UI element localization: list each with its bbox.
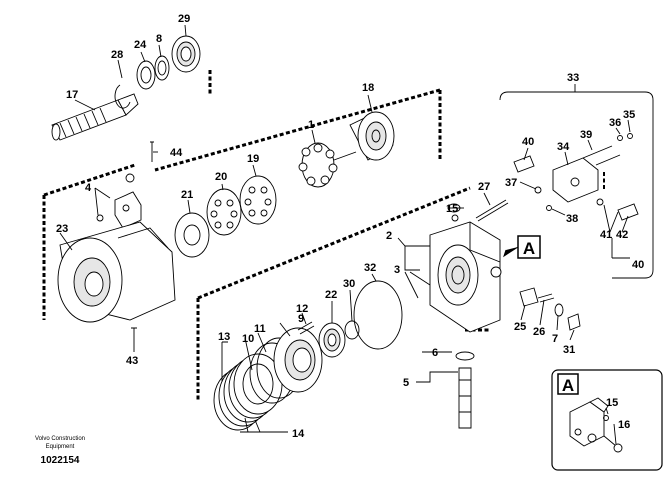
valve-block-part [96, 173, 142, 229]
callout-8: 8 [156, 33, 162, 45]
dashed-frame-upper [42, 70, 442, 320]
callout-13: 13 [218, 331, 230, 343]
ring-part [136, 60, 156, 90]
inset-detail-panel: A [551, 369, 663, 471]
brake-piston-part [273, 327, 323, 393]
callout-20: 20 [215, 171, 227, 183]
inset-letter: A [562, 376, 574, 395]
callout-27: 27 [478, 181, 490, 193]
callout-34: 34 [557, 141, 570, 153]
detail-group-frame [499, 91, 654, 279]
inset-callout-16: 16 [618, 419, 630, 431]
callout-10: 10 [242, 333, 254, 345]
cylinder-block-part [349, 111, 395, 161]
callout-38: 38 [566, 213, 578, 225]
callout-21: 21 [181, 189, 193, 201]
callout-6: 6 [432, 347, 438, 359]
callout-26: 26 [533, 326, 545, 338]
callout-18: 18 [362, 82, 374, 94]
callout-32: 32 [364, 262, 376, 274]
retaining-ring-part [344, 320, 360, 340]
detail-marker-letter: A [523, 239, 535, 258]
callout-14: 14 [292, 428, 305, 440]
callout-35: 35 [623, 109, 635, 121]
footer: Volvo Construction Equipment 1022154 [35, 436, 85, 466]
callout-31: 31 [563, 344, 575, 356]
cover-bolt-part [475, 199, 509, 222]
callout-43: 43 [126, 355, 138, 367]
large-o-ring-part [353, 280, 403, 350]
motor-housing-part [57, 221, 176, 323]
callout-29: 29 [178, 13, 190, 25]
callout-15: 15 [446, 203, 458, 215]
callout-2: 2 [386, 230, 392, 242]
detail-marker-box: A [503, 235, 541, 259]
callout-33: 33 [567, 72, 579, 84]
callout-42: 42 [616, 229, 628, 241]
shaft-part [51, 93, 139, 141]
leader-lines [59, 24, 631, 445]
callout-30: 30 [343, 278, 355, 290]
pin-part [297, 321, 315, 335]
retainer-plate-part [206, 188, 242, 236]
valve-cover-part [429, 214, 502, 333]
brake-disc-stack-part [213, 353, 283, 431]
callout-7: 7 [552, 333, 558, 345]
bolt-small-part [131, 327, 137, 340]
washer-part [154, 55, 170, 81]
callout-40-bottom: 40 [632, 259, 644, 271]
callout-4: 4 [85, 182, 92, 194]
callout-labels: 1 2 3 4 5 6 7 8 9 10 11 12 13 14 15 17 1… [56, 13, 644, 440]
callout-5: 5 [403, 377, 409, 389]
callout-3: 3 [394, 264, 400, 276]
callout-17: 17 [66, 89, 78, 101]
snap-ring-part [114, 84, 131, 109]
piston-assembly-part [298, 142, 357, 188]
callout-1: 1 [308, 119, 314, 131]
company-name-line1: Volvo Construction [35, 436, 85, 442]
callout-44: 44 [170, 147, 183, 159]
thrust-washer-part [174, 212, 210, 258]
callout-24: 24 [134, 39, 147, 51]
dashed-frame-lower [196, 186, 490, 400]
callout-19: 19 [247, 153, 259, 165]
spool-part [455, 351, 475, 429]
inset-callout-15: 15 [606, 397, 618, 409]
bearing-lower-part [318, 322, 346, 358]
bearing-part [171, 35, 201, 73]
callout-41: 41 [600, 229, 612, 241]
callout-28: 28 [111, 49, 123, 61]
callout-36: 36 [609, 117, 621, 129]
callout-25: 25 [514, 321, 526, 333]
callout-22: 22 [325, 289, 337, 301]
drawing-number: 1022154 [41, 455, 80, 466]
company-name-line2: Equipment [46, 444, 75, 450]
callout-23: 23 [56, 223, 68, 235]
callout-39: 39 [580, 129, 592, 141]
callout-40-top: 40 [522, 136, 534, 148]
bolt-part [150, 141, 154, 162]
relief-valve-part [519, 287, 581, 331]
callout-37: 37 [505, 177, 517, 189]
callout-11: 11 [254, 323, 266, 335]
solenoid-valve-part [513, 133, 639, 221]
valve-plate-part [239, 175, 277, 225]
callout-12: 12 [296, 303, 308, 315]
callout-9: 9 [298, 313, 304, 325]
